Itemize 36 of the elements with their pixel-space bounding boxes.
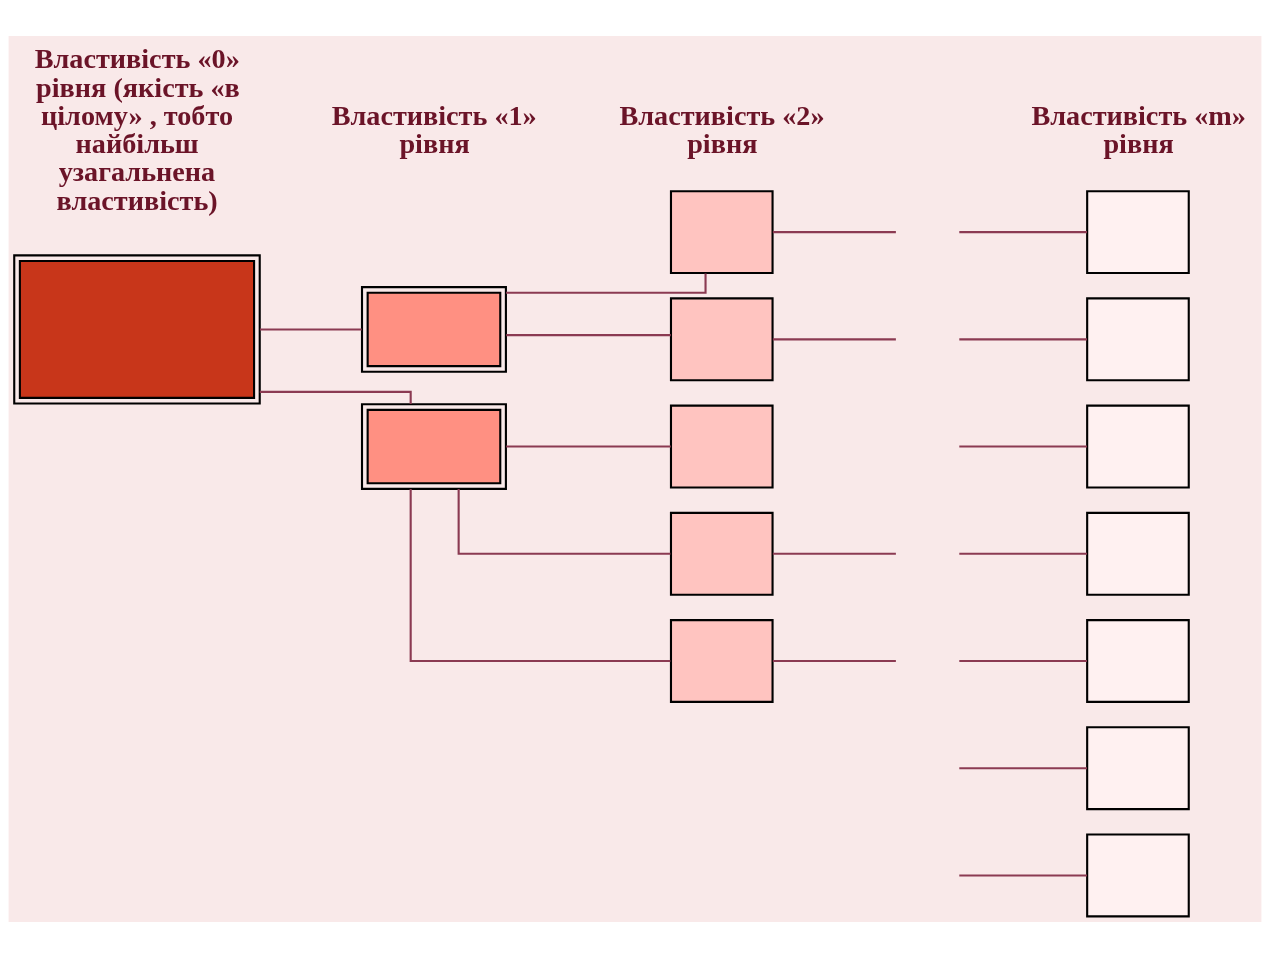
- connector: [457, 488, 671, 555]
- connector: [506, 445, 671, 448]
- connector: [959, 659, 1087, 663]
- node-box: [669, 619, 774, 703]
- label: Властивість «1» рівня: [331, 99, 537, 160]
- node-box: [669, 190, 774, 275]
- connector: [772, 338, 896, 341]
- node-box: [1086, 404, 1190, 489]
- node-box: [1086, 726, 1190, 811]
- node-box: [1086, 619, 1190, 703]
- node-box: [669, 511, 774, 596]
- label: Властивість «0» рівня (якість «в цілому» , тобто найбільш узагальнена властивість): [34, 43, 240, 216]
- connector: [959, 552, 1087, 555]
- connector: [772, 231, 896, 234]
- connector: [259, 390, 412, 404]
- node-box: [1086, 190, 1190, 275]
- connector: [959, 874, 1087, 877]
- node-box: [360, 403, 507, 490]
- node-box: [1086, 833, 1190, 918]
- connector: [772, 659, 896, 663]
- node-box: [1086, 297, 1190, 382]
- node-box: [669, 404, 774, 489]
- node-box: [669, 297, 774, 382]
- connector: [959, 338, 1087, 341]
- node-box: [13, 254, 261, 405]
- connector: [959, 445, 1087, 448]
- connector: [259, 328, 362, 331]
- connector: [959, 231, 1087, 234]
- connector: [772, 552, 896, 555]
- connector: [506, 334, 671, 337]
- node-box: [360, 286, 507, 373]
- label: Властивість «m» рівня: [1031, 99, 1246, 160]
- connector: [409, 488, 671, 663]
- connector: [959, 767, 1087, 770]
- node-box: [1086, 511, 1190, 596]
- label: Властивість «2» рівня: [619, 99, 825, 160]
